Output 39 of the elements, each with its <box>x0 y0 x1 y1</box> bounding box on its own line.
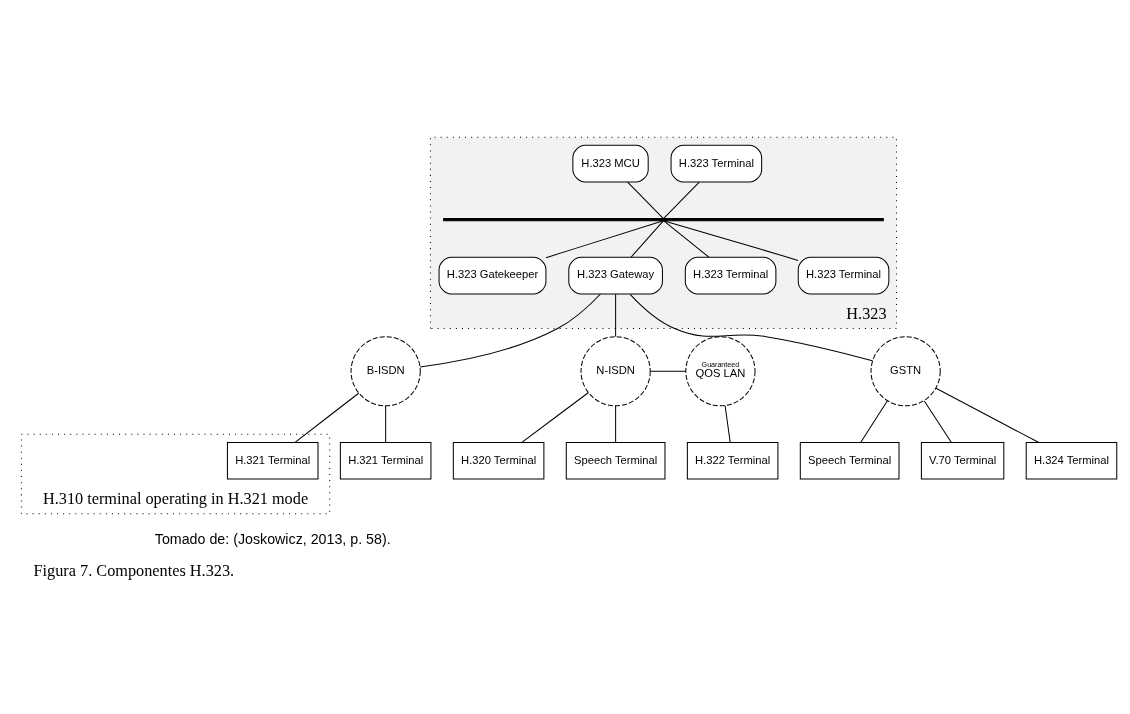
connector <box>419 293 602 368</box>
node-box: H.322 Terminal <box>686 441 779 480</box>
node-box: H.323 MCU <box>572 144 649 183</box>
connector <box>724 405 731 443</box>
node-circle: N-ISDN <box>580 336 651 407</box>
connector <box>629 293 873 362</box>
connector <box>627 181 664 220</box>
node-box: H.321 Terminal <box>339 441 432 480</box>
connector <box>663 181 700 220</box>
node-circle: B-ISDN <box>350 336 421 407</box>
node-box: H.323 Gateway <box>568 256 663 295</box>
node-box: H.323 Terminal <box>797 256 890 295</box>
connector <box>615 405 617 443</box>
node-box: Speech Terminal <box>799 441 900 480</box>
node-box: Speech Terminal <box>565 441 666 480</box>
node-box: H.323 Gatekeeper <box>438 256 547 295</box>
node-circle: Guaranteed QOS LAN <box>685 336 756 407</box>
caption: Figura 7. Componentes H.323. <box>33 560 235 580</box>
connector <box>860 400 888 443</box>
connector <box>663 220 799 261</box>
connector <box>935 387 1039 443</box>
connector <box>663 220 710 258</box>
node-box: H.320 Terminal <box>452 441 545 480</box>
node-box: V.70 Terminal <box>920 441 1005 480</box>
connector <box>385 405 387 443</box>
connector <box>521 392 589 443</box>
node-box: H.323 Terminal <box>684 256 777 295</box>
connector <box>649 370 687 372</box>
connector <box>294 392 360 443</box>
node-box: H.321 Terminal <box>226 441 319 480</box>
connector <box>923 400 952 443</box>
node-bar <box>443 218 884 222</box>
connector <box>630 220 664 258</box>
node-box: H.323 Terminal <box>670 144 763 183</box>
connector <box>545 220 664 259</box>
node-box: H.324 Terminal <box>1025 441 1118 480</box>
label: Tomado de: (Joskowicz, 2013, p. 58). <box>154 530 391 547</box>
node-circle: GSTN <box>870 336 941 407</box>
connector <box>615 293 617 337</box>
